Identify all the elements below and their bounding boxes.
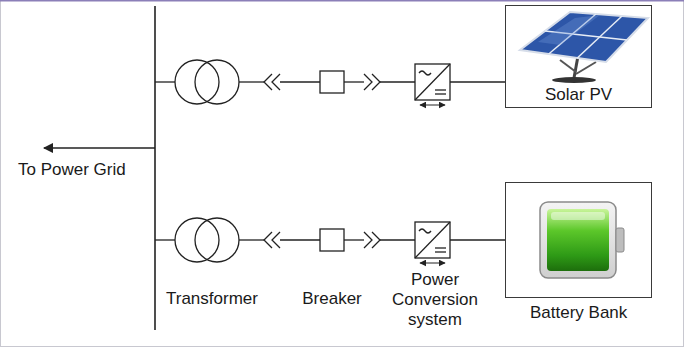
part-label: To Power Grid [18,160,148,180]
picture-box: Solar PV [505,5,652,108]
part-label: Transformer [166,289,276,309]
bus-bar [154,6,156,330]
box-caption: Battery Bank [530,303,627,323]
battery-feeder [155,218,505,263]
frame-top [0,0,684,2]
part-label: Power Conversion system [388,270,482,330]
box-caption: Solar PV [545,85,612,105]
battery-picture [540,202,624,278]
picture-box: Battery Bank [505,182,652,298]
grid-arrow [44,147,155,149]
pv-feeder [155,60,505,105]
solar-panel-picture [520,12,648,83]
part-label: Breaker [292,289,372,309]
